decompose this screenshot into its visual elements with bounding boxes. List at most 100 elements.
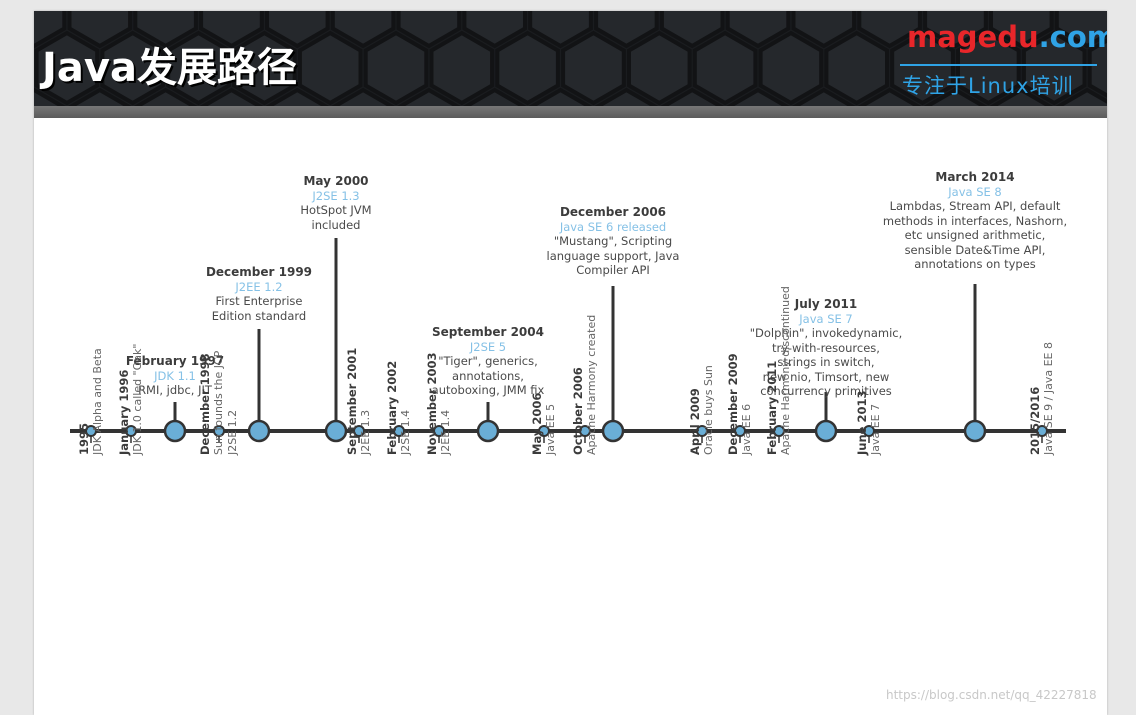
event-detail: Lambdas, Stream API, default bbox=[889, 199, 1061, 213]
hexagon-cell bbox=[396, 11, 462, 49]
hexagon-cell bbox=[923, 11, 988, 49]
hexagon-cell bbox=[331, 87, 395, 106]
minor-event-text: J2EE 1.3 bbox=[359, 409, 372, 455]
hexagon-cell bbox=[495, 30, 560, 106]
watermark: https://blog.csdn.net/qq_42227818 bbox=[886, 688, 1097, 702]
hexagon-cell bbox=[627, 30, 692, 106]
hexagon-pattern bbox=[34, 11, 1107, 106]
minor-event-date: June 2013 bbox=[855, 390, 869, 455]
hexagon-cell bbox=[594, 87, 659, 106]
hexagon-cell bbox=[265, 87, 330, 106]
event-detail: concurrency primitives bbox=[760, 384, 892, 398]
hexagon-cell bbox=[923, 87, 988, 106]
hexagon-cell bbox=[792, 87, 856, 106]
hexagon-cell bbox=[791, 11, 857, 49]
event-version: J2SE 5 bbox=[469, 339, 507, 354]
event-version: J2SE 1.3 bbox=[312, 188, 360, 203]
minor-event-text: Java EE 5 bbox=[544, 403, 557, 455]
hexagon-cell bbox=[34, 87, 66, 106]
minor-event-date: May 2006 bbox=[530, 392, 544, 455]
event-date: July 2011 bbox=[794, 297, 858, 311]
event-detail: included bbox=[311, 217, 361, 232]
hexagon-cell bbox=[199, 87, 264, 106]
minor-event-text: Sun founds the JCP bbox=[212, 350, 225, 455]
hexagon-cell bbox=[363, 30, 429, 106]
hexagon-cell bbox=[429, 30, 495, 106]
event-version: Java SE 6 released bbox=[559, 219, 667, 234]
minor-event-text: JDK 1.0 called "Oak" bbox=[131, 343, 144, 455]
hexagon-cell bbox=[133, 11, 198, 49]
hexagon-cell bbox=[659, 11, 725, 49]
event-detail: RMI, jdbc, JIT bbox=[138, 383, 212, 397]
minor-event-date: April 2009 bbox=[688, 388, 702, 455]
page-title: Java发展路径 bbox=[42, 45, 297, 91]
hexagon-cell bbox=[330, 11, 396, 49]
event-detail: Edition standard bbox=[211, 308, 307, 323]
hexagon-cell bbox=[297, 30, 363, 106]
minor-event-text: Java EE 6 bbox=[740, 403, 753, 455]
minor-event-date: February 2002 bbox=[385, 360, 399, 455]
brand-logo: magedu.com 专注于Linux培训 bbox=[900, 17, 1107, 98]
event-version: JDK 1.1 bbox=[154, 368, 196, 383]
hexagon-cell bbox=[561, 30, 626, 106]
event-detail: sensible Date&Time API, bbox=[904, 242, 1046, 257]
event-detail: Compiler API bbox=[576, 263, 650, 277]
minor-event-text: Java SE 9 / Java EE 8 bbox=[1042, 342, 1055, 455]
minor-event-text: J2SE 1.2 bbox=[226, 409, 239, 455]
minor-event-text: Apache Harmony created bbox=[585, 314, 598, 455]
hexagon-cell bbox=[758, 30, 824, 106]
minor-event-date: December 2009 bbox=[726, 353, 740, 455]
minor-event-date: November 2003 bbox=[425, 352, 439, 455]
hexagon-cell bbox=[397, 87, 461, 106]
major-event-node bbox=[476, 419, 500, 443]
hexagon-cell bbox=[857, 87, 922, 106]
minor-event-date: September 2001 bbox=[345, 347, 359, 455]
hexagon-cell bbox=[462, 11, 527, 49]
hexagon-cell bbox=[857, 11, 922, 49]
event-detail: etc unsigned arithmetic, bbox=[904, 228, 1046, 242]
event-date: December 2006 bbox=[559, 205, 667, 219]
hexagon-cell bbox=[199, 11, 264, 49]
event-detail: strings in switch, bbox=[777, 355, 875, 369]
hexagon-cell bbox=[726, 87, 790, 106]
event-date: February 1997 bbox=[125, 354, 225, 368]
event-detail: methods in interfaces, Nashorn, bbox=[882, 213, 1068, 228]
event-version: J2EE 1.2 bbox=[235, 279, 283, 294]
event-detail: language support, Java bbox=[546, 248, 680, 263]
event-date: May 2000 bbox=[303, 174, 369, 188]
event-date: March 2014 bbox=[935, 170, 1015, 184]
hexagon-cell bbox=[34, 30, 100, 106]
hexagon-cell bbox=[660, 87, 724, 106]
event-detail: "Mustang", Scripting bbox=[553, 234, 673, 248]
hexagon-cell bbox=[528, 87, 593, 106]
hexagon-cell bbox=[100, 30, 165, 106]
brand-tagline: 专注于Linux培训 bbox=[902, 74, 1074, 98]
event-detail: First Enterprise bbox=[215, 294, 303, 308]
header-banner: Java发展路径 magedu.com 专注于Linux培训 bbox=[34, 11, 1107, 106]
event-version: Java SE 7 bbox=[799, 311, 853, 326]
minor-event-text: J2SE 1.4 bbox=[399, 409, 412, 455]
event-detail: annotations on types bbox=[914, 257, 1036, 271]
event-detail: new nio, Timsort, new bbox=[762, 369, 890, 384]
minor-event-date: 1995 bbox=[77, 422, 91, 455]
hexagon-cell bbox=[824, 30, 889, 106]
hexagon-cell bbox=[1087, 38, 1107, 98]
timeline-graphic bbox=[70, 238, 1066, 443]
hexagon-cell bbox=[166, 30, 231, 106]
